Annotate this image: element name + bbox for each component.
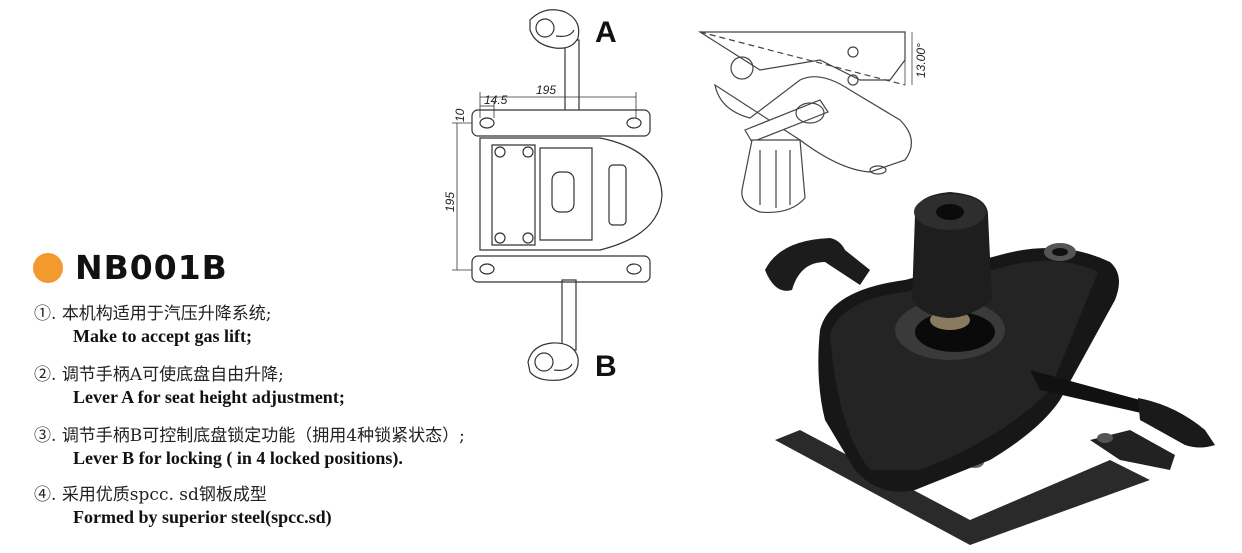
dim-height-label: 195 — [443, 192, 457, 212]
feature-en: Make to accept gas lift; — [73, 326, 252, 346]
product-title: NB001B — [33, 248, 228, 287]
dim-offset-label: 14.5 — [484, 93, 508, 107]
feature-item-3: ③. 调节手柄B可控制底盘锁定功能（拥用4种锁紧状态）; Lever B for… — [34, 425, 465, 469]
tilt-angle-label: 13.00° — [914, 43, 928, 78]
top-view-drawing — [452, 9, 663, 381]
lever-b-label: B — [595, 350, 617, 383]
dim-small-label: 10 — [453, 108, 467, 122]
feature-en: Lever A for seat height adjustment; — [73, 387, 345, 407]
feature-cn: ④. 采用优质spcc. sd钢板成型 — [34, 485, 267, 505]
lever-a-label: A — [595, 16, 617, 49]
feature-en: Lever B for locking ( in 4 locked positi… — [73, 448, 403, 468]
feature-item-2: ②. 调节手柄A可使底盘自由升降; Lever A for seat heigh… — [34, 364, 345, 408]
dim-width-label: 195 — [536, 83, 556, 97]
feature-item-4: ④. 采用优质spcc. sd钢板成型 Formed by superior s… — [34, 484, 332, 528]
feature-cn: ③. 调节手柄B可控制底盘锁定功能（拥用4种锁紧状态）; — [34, 426, 465, 446]
product-photo — [765, 192, 1215, 545]
feature-cn: ①. 本机构适用于汽压升降系统; — [34, 304, 272, 324]
model-name: NB001B — [75, 248, 228, 287]
feature-en: Formed by superior steel(spcc.sd) — [73, 507, 332, 527]
feature-cn: ②. 调节手柄A可使底盘自由升降; — [34, 365, 284, 385]
side-view-drawing — [697, 31, 913, 214]
feature-item-1: ①. 本机构适用于汽压升降系统; Make to accept gas lift… — [34, 303, 272, 347]
orange-bullet-icon — [33, 252, 63, 283]
